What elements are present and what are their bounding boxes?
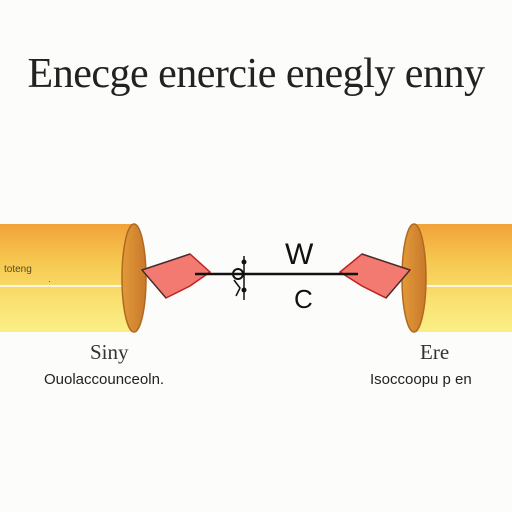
right-cylinder-label: Ere bbox=[420, 340, 450, 364]
left-cylinder-mark: · bbox=[48, 276, 51, 286]
left-cylinder-body bbox=[0, 224, 134, 332]
center-symbol-bottom: C bbox=[294, 284, 313, 314]
left-cylinder-label: Siny bbox=[90, 340, 129, 364]
right-cylinder-body bbox=[414, 224, 512, 332]
left-cylinder-cap bbox=[121, 223, 147, 333]
left-cylinder-caption: Ouolaccounceoln. bbox=[44, 371, 165, 388]
right-cylinder-caption: Isoccoopu p en bbox=[370, 371, 472, 388]
central-device-icon bbox=[232, 256, 247, 300]
left-cylinder bbox=[0, 223, 147, 333]
center-symbol-top: W bbox=[285, 238, 314, 271]
diagram-title: Enecge enercie enegly enny bbox=[27, 51, 485, 97]
right-cylinder-cap bbox=[401, 223, 427, 333]
right-arrowhead bbox=[338, 253, 412, 299]
right-cylinder bbox=[401, 223, 512, 333]
left-arrowhead bbox=[140, 253, 212, 299]
left-cylinder-inner-text: toteng bbox=[4, 264, 32, 275]
